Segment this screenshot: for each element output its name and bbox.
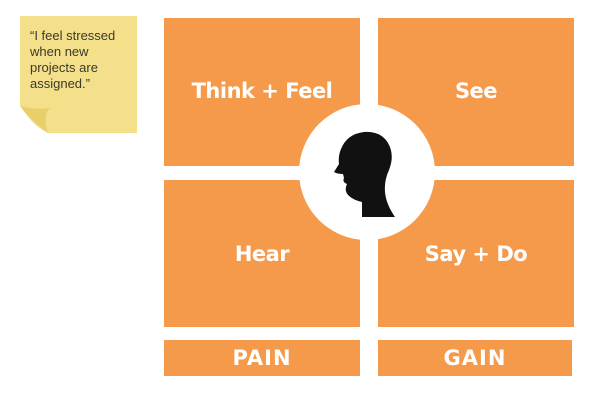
quadrant-see-label: See: [454, 79, 498, 103]
center-circle: [299, 104, 435, 240]
sticky-note[interactable]: “I feel stressed when new projects are a…: [20, 16, 137, 133]
sticky-curl-shape: [20, 106, 50, 133]
gain-label: GAIN: [443, 346, 507, 370]
pain-bar: PAIN: [164, 340, 360, 376]
quadrant-hear-label: Hear: [234, 241, 290, 266]
head-silhouette-icon: [334, 131, 395, 217]
pain-label: PAIN: [232, 346, 292, 370]
quadrant-think-feel-label: Think + Feel: [191, 79, 333, 103]
quadrant-think-feel: Think + Feel: [164, 18, 360, 166]
quadrant-say-do-label: Say + Do: [424, 241, 528, 266]
gain-bar: GAIN: [378, 340, 572, 376]
sticky-note-text: “I feel stressed when new projects are a…: [30, 28, 116, 91]
